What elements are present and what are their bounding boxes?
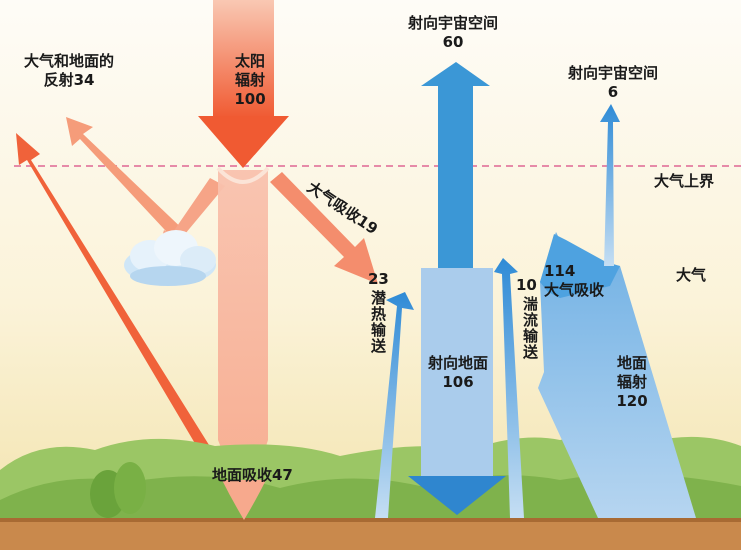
atmosphere-absorb-114-label: 114 大气吸收 — [544, 262, 604, 300]
reflection-label-line2: 反射34 — [43, 71, 95, 89]
toward-ground-line2: 106 — [442, 373, 474, 391]
space-60-label-line2: 60 — [442, 33, 464, 51]
space-6-label: 射向宇宙空间 6 — [558, 64, 668, 102]
ground-radiation-120-arrow — [538, 232, 696, 518]
ground-radiation-line1: 地面 — [616, 354, 647, 372]
reflection-arrow-medium — [66, 117, 190, 244]
latent-heat-value: 23 — [368, 270, 389, 288]
solar-radiation-arrow — [198, 0, 289, 516]
turbulent-flux-label: 湍流输送 — [521, 296, 539, 360]
space-6-label-line2: 6 — [607, 83, 619, 101]
turbulent-flux-value: 10 — [516, 276, 537, 294]
solar-label-line1: 太阳 — [234, 52, 265, 70]
space-6-arrow — [600, 104, 620, 266]
latent-heat-arrow — [375, 292, 414, 518]
solar-radiation-label: 太阳 辐射 100 — [228, 52, 272, 109]
cloud-icon — [124, 230, 216, 286]
ground-absorb-arrow-tip — [222, 480, 266, 520]
turbulent-flux-arrow — [494, 258, 524, 518]
solar-label-line2: 辐射 — [234, 71, 265, 89]
reflection-label-line1: 大气和地面的 — [24, 52, 115, 70]
solar-label-line3: 100 — [234, 90, 266, 108]
toward-ground-106-label: 射向地面 106 — [420, 354, 496, 392]
toward-ground-line1: 射向地面 — [427, 354, 488, 372]
reflection-label: 大气和地面的 反射34 — [24, 52, 114, 90]
space-6-label-line1: 射向宇宙空间 — [567, 64, 658, 82]
atmosphere-label: 大气 — [676, 266, 707, 284]
absorb-114-line2: 大气吸收 — [544, 281, 605, 299]
space-60-label: 射向宇宙空间 60 — [398, 14, 508, 52]
ground-radiation-120-label: 地面 辐射 120 — [610, 354, 654, 411]
atmosphere-absorb-114-arrow — [540, 234, 620, 298]
atmosphere-radiation-60-106-arrow — [408, 62, 506, 515]
ground-terrain — [0, 434, 741, 550]
ground-radiation-line2: 辐射 — [616, 373, 647, 391]
ground-radiation-line3: 120 — [616, 392, 648, 410]
atmosphere-absorb-19-arrow — [270, 172, 378, 284]
reflection-arrow-long — [16, 133, 249, 516]
space-60-label-line1: 射向宇宙空间 — [407, 14, 498, 32]
latent-heat-label: 潜热输送 — [369, 290, 387, 354]
ground-absorb-47-label: 地面吸收47 — [212, 466, 293, 484]
absorb-114-line1: 114 — [544, 262, 576, 280]
upper-boundary-label: 大气上界 — [654, 172, 715, 190]
